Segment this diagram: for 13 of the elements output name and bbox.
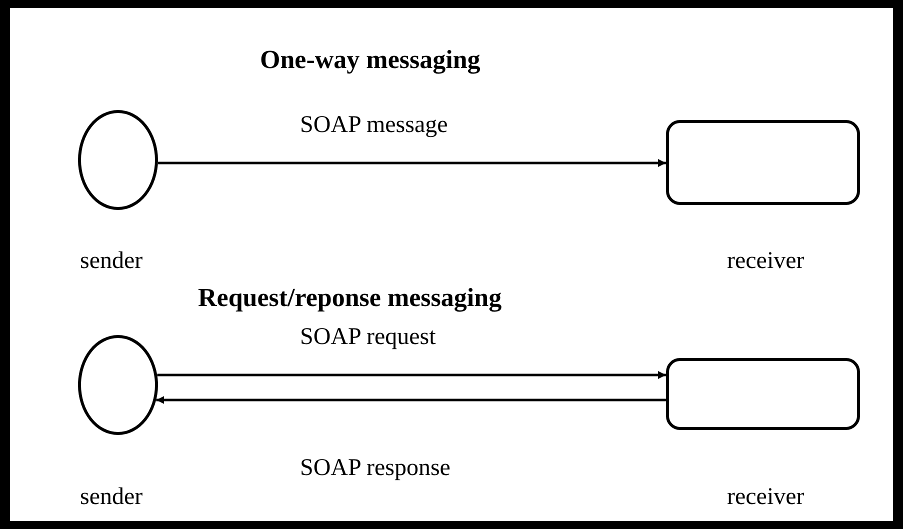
section-heading: One-way messaging [260,45,480,75]
arrow [157,371,666,379]
rounded-box [666,120,860,205]
ellipse-node [78,335,158,435]
arrow [156,396,666,404]
node-caption: receiver [727,248,804,275]
rounded-box [666,358,860,430]
arrow [158,159,666,167]
section-heading: Request/reponse messaging [198,283,502,313]
node-caption: sender [80,484,143,511]
ellipse-node [78,110,158,210]
node-caption: receiver [727,484,804,511]
node-caption: sender [80,248,143,275]
